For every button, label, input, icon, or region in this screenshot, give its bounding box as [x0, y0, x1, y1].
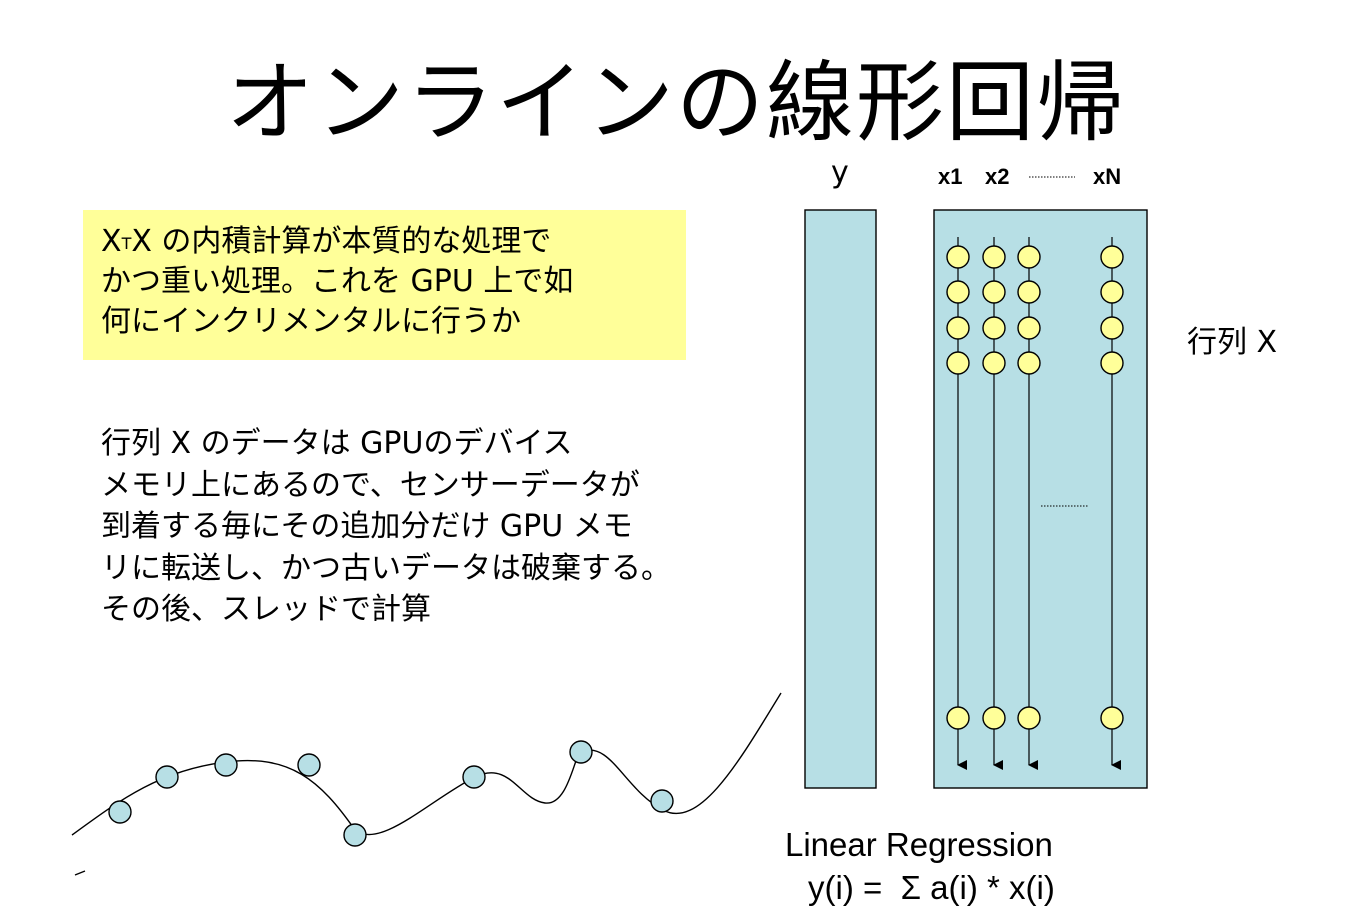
data-node — [1100, 316, 1124, 340]
caption-linear-regression: Linear Regression — [785, 826, 1053, 863]
body-line-5: その後、スレッドで計算 — [101, 592, 431, 627]
label-y: y — [831, 155, 849, 190]
highlight-note: XTX の内積計算が本質的な処理で かつ重い処理。これを GPU 上で如 何にイ… — [83, 210, 686, 360]
body-line-4: リに転送し、かつ古いデータは破棄する。 — [101, 550, 671, 586]
data-node — [946, 706, 970, 730]
data-node — [1100, 280, 1124, 304]
sample-point — [297, 753, 321, 777]
sample-point — [462, 765, 486, 789]
data-node — [1017, 706, 1041, 730]
sample-point — [155, 765, 179, 789]
sample-point — [650, 789, 674, 813]
note-x: X — [101, 224, 122, 259]
sensor-wave-tick — [74, 870, 86, 876]
data-node — [1100, 245, 1124, 269]
body-line-1: 行列 X のデータは GPUのデバイス — [101, 426, 573, 461]
body-line-3: 到着する毎にその追加分だけ GPU メモ — [101, 509, 633, 544]
note-text: XTX の内積計算が本質的な処理で かつ重い処理。これを GPU 上で如 何にイ… — [101, 222, 573, 342]
body-text: 行列 X のデータは GPUのデバイス メモリ上にあるので、センサーデータが 到… — [101, 423, 751, 631]
caption-formula: y(i) = Σ a(i) * x(i) — [808, 869, 1055, 906]
body-line-2: メモリ上にあるので、センサーデータが — [101, 467, 640, 503]
note-line-2: かつ重い処理。これを GPU 上で如 — [101, 264, 574, 299]
label-x1: x1 — [938, 164, 963, 189]
data-nodes — [946, 245, 1124, 730]
label-xN: xN — [1093, 164, 1122, 189]
label-x2: x2 — [985, 164, 1010, 189]
data-node — [1100, 351, 1124, 375]
data-node — [982, 245, 1006, 269]
data-node — [946, 351, 970, 375]
data-node — [982, 280, 1006, 304]
sample-point — [108, 800, 132, 824]
sample-point — [214, 753, 238, 777]
data-node — [1100, 706, 1124, 730]
note-line-1: XTX の内積計算が本質的な処理で — [101, 222, 573, 262]
transpose-superscript: T — [121, 234, 132, 253]
data-node — [982, 706, 1006, 730]
data-node — [946, 316, 970, 340]
note-line-3: 何にインクリメンタルに行うか — [101, 304, 521, 339]
sample-point — [343, 823, 367, 847]
note-line-1-rest: X の内積計算が本質的な処理で — [131, 224, 552, 259]
sensor-wave-curve — [71, 692, 782, 836]
data-node — [982, 316, 1006, 340]
data-node — [946, 245, 970, 269]
sample-points — [108, 740, 674, 847]
label-matrix-x: 行列 X — [1187, 325, 1278, 360]
slide-title: オンラインの線形回帰 — [225, 51, 1126, 154]
y-vector — [804, 209, 877, 789]
data-node — [1017, 316, 1041, 340]
data-node — [946, 280, 970, 304]
data-node — [1017, 245, 1041, 269]
data-node — [982, 351, 1006, 375]
data-node — [1017, 351, 1041, 375]
sample-point — [569, 740, 593, 764]
data-node — [1017, 280, 1041, 304]
